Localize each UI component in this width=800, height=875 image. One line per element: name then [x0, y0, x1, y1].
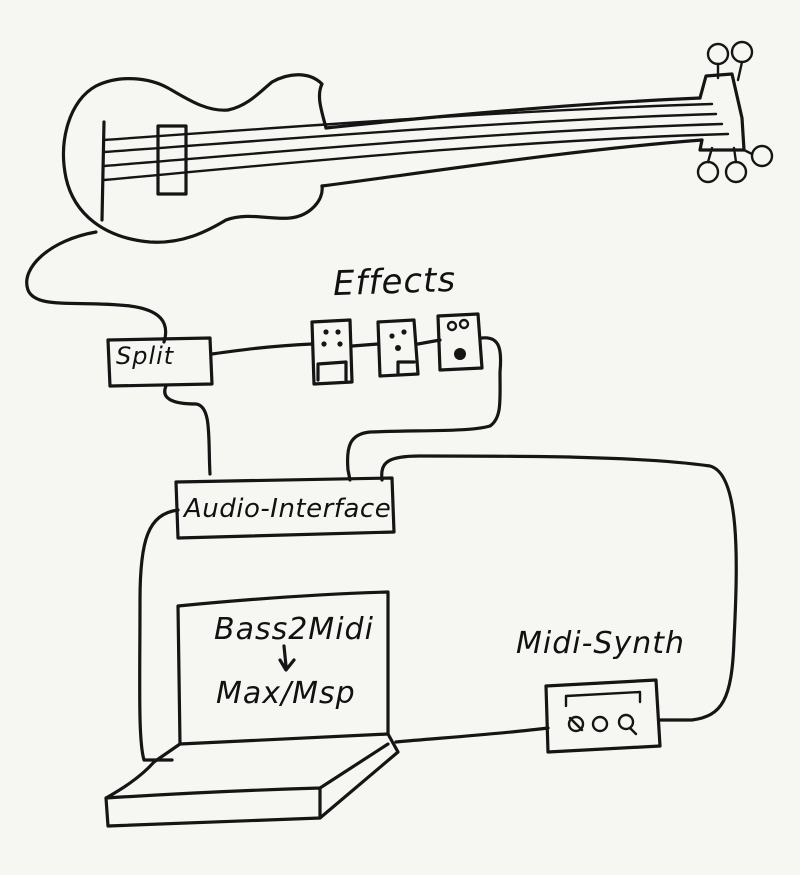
midi-synth-box [544, 678, 662, 754]
midi-synth-sketch [544, 678, 662, 754]
tuning-peg-icon [706, 42, 730, 66]
cable-effects-to-interface [345, 336, 503, 482]
guitar-strings [102, 102, 730, 182]
cable-guitar-to-split [25, 230, 168, 344]
guitar-headstock [698, 72, 746, 152]
laptop-sketch [104, 590, 400, 828]
tuning-peg-icon [750, 144, 774, 168]
split-label: Split [116, 342, 175, 370]
arrow-down-icon [278, 644, 296, 672]
laptop-base [104, 732, 400, 828]
cable-laptop-to-synth [394, 726, 550, 744]
cable-split-to-effects [210, 342, 314, 356]
effect-pedal-3 [436, 312, 484, 372]
audio-interface-label: Audio-Interface [184, 494, 392, 524]
tuning-peg-icon [730, 40, 754, 64]
effects-label: Effects [332, 259, 457, 305]
synth-knob-icon [567, 715, 585, 733]
guitar-pickup [156, 124, 188, 196]
laptop-screen [176, 590, 390, 746]
synth-knob-icon [591, 715, 609, 733]
tuning-peg-icon [724, 160, 748, 184]
tuning-peg-icon [696, 160, 720, 184]
bass-guitar-sketch [61, 40, 774, 244]
guitar-bridge [100, 120, 106, 222]
guitar-body-outline [61, 73, 328, 244]
guitar-neck-bottom [320, 138, 704, 188]
cable-interface-to-laptop [138, 508, 180, 762]
effect-pedal-1 [310, 318, 354, 386]
synth-knob-icon [617, 713, 635, 731]
split-box [106, 336, 214, 388]
laptop-software-label: Bass2Midi [214, 612, 374, 647]
effects-pedals [310, 312, 484, 386]
cable-interface-to-synth [380, 454, 738, 722]
midi-synth-label: Midi-Synth [516, 626, 686, 661]
midi-synth-display [564, 690, 642, 708]
guitar-neck-top [324, 96, 702, 130]
cable-split-to-interface [163, 384, 212, 476]
audio-interface-box [174, 476, 396, 540]
effect-pedal-2 [376, 318, 420, 378]
laptop-platform-label: Max/Msp [216, 676, 356, 711]
